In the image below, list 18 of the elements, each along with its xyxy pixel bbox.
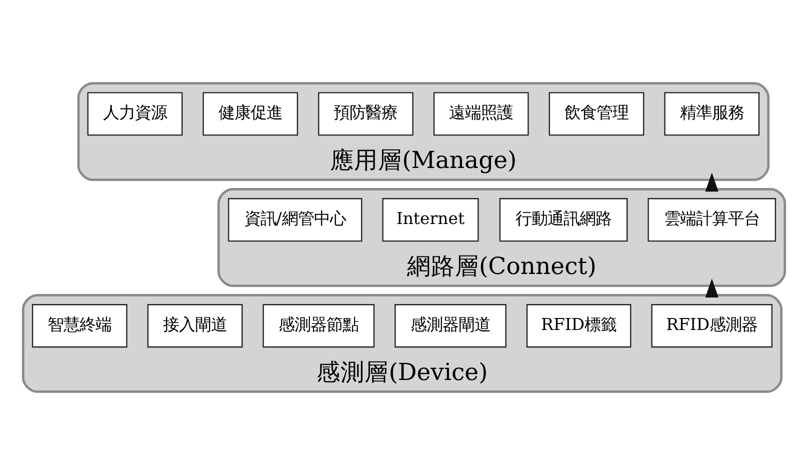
node-box: RFID標籤 [526, 304, 631, 348]
arrow [704, 172, 718, 192]
node-box: 遠端照護 [432, 92, 528, 136]
node-box: 精準服務 [664, 92, 760, 136]
node-box: 健康促進 [202, 92, 298, 136]
node-box: 預防醫療 [318, 92, 413, 136]
node-box: Internet [382, 198, 478, 242]
node-box: 人力資源 [86, 92, 182, 136]
node-box: 智慧終端 [31, 304, 127, 348]
node-box: 飲食管理 [548, 92, 644, 136]
arrow [704, 278, 718, 298]
node-box: 接入閘道 [146, 304, 242, 348]
node-box: 感測器節點 [262, 304, 374, 348]
node-box: 資訊/網管中心 [227, 198, 362, 242]
node-box: 感測器閘道 [394, 304, 506, 348]
node-box: 行動通訊網路 [498, 198, 628, 242]
node-box: RFID感測器 [650, 304, 772, 348]
node-box: 雲端計算平台 [647, 198, 776, 242]
